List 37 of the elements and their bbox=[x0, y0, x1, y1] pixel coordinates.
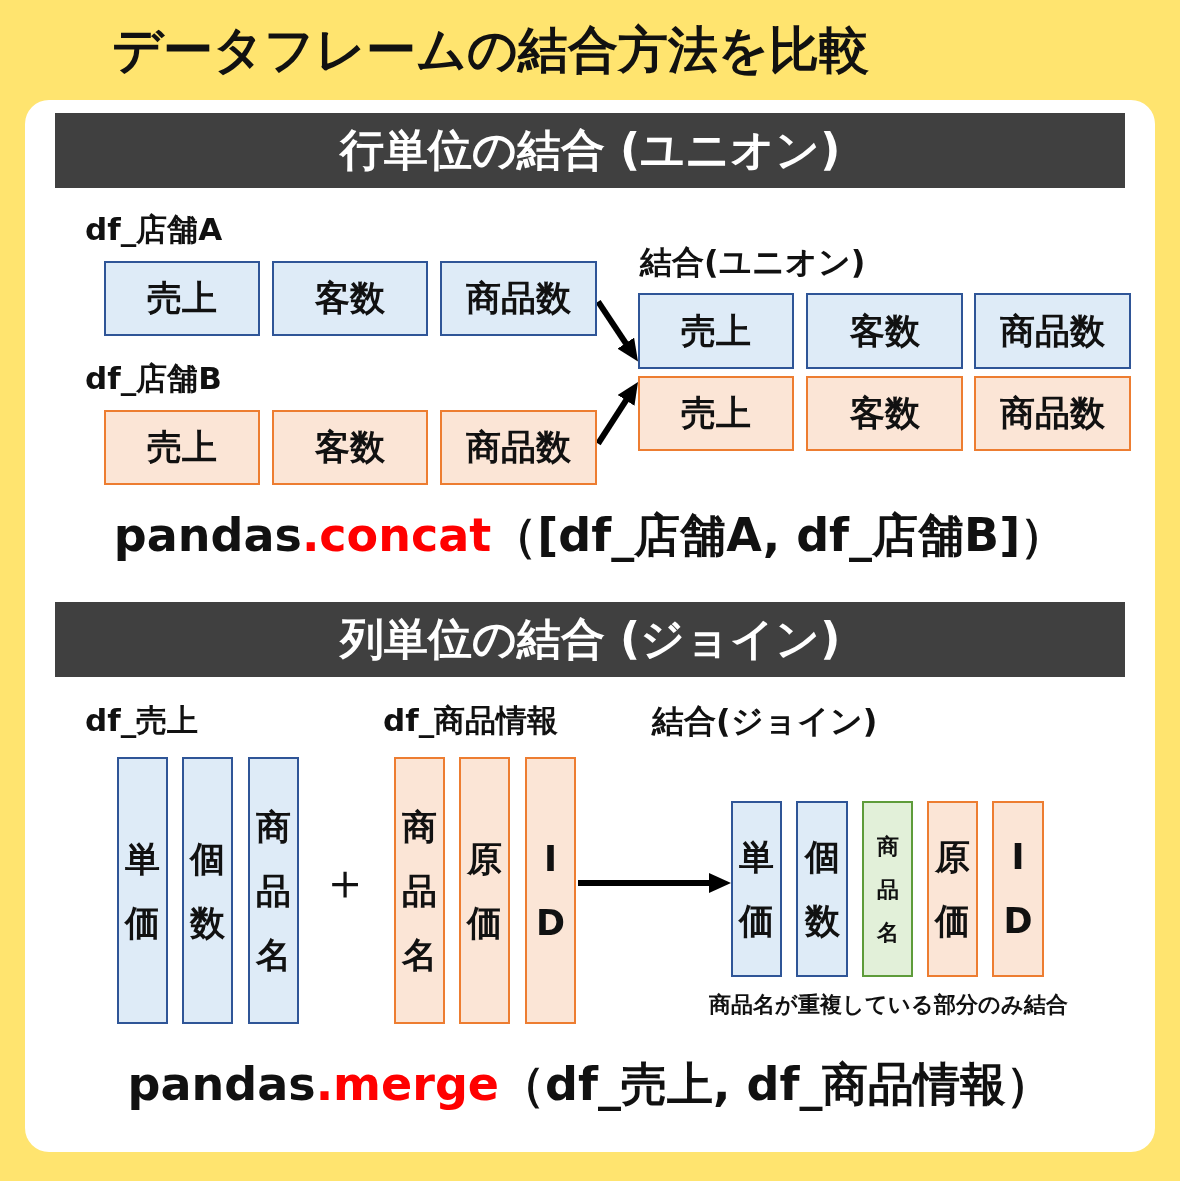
plus-sign: ＋ bbox=[320, 857, 370, 907]
column-header-cell: 商品数 bbox=[974, 376, 1131, 451]
column-cell: 商品名 bbox=[248, 757, 299, 1024]
section-header: 行単位の結合 (ユニオン) bbox=[55, 113, 1125, 188]
column-cell: ID bbox=[525, 757, 576, 1024]
column-cell: 原価 bbox=[459, 757, 510, 1024]
column-header-cell: 客数 bbox=[806, 376, 963, 451]
column-cell: 商品名 bbox=[862, 801, 913, 977]
column-cell: 単価 bbox=[731, 801, 782, 977]
column-header-cell: 商品数 bbox=[440, 410, 597, 485]
arrow bbox=[578, 873, 731, 893]
column-header-cell: 商品数 bbox=[440, 261, 597, 336]
dataframe-label: df_売上 bbox=[85, 702, 199, 740]
column-header-cell: 売上 bbox=[104, 410, 260, 485]
column-header-cell: 客数 bbox=[272, 410, 428, 485]
dataframe-label: df_店舗B bbox=[85, 360, 222, 398]
result-label: 結合(ジョイン) bbox=[652, 702, 878, 741]
column-header-cell: 商品数 bbox=[974, 293, 1131, 369]
section-header: 列単位の結合 (ジョイン) bbox=[55, 602, 1125, 677]
column-header-cell: 売上 bbox=[104, 261, 260, 336]
column-cell: ID bbox=[992, 801, 1044, 977]
column-cell: 原価 bbox=[927, 801, 978, 977]
column-cell: 単価 bbox=[117, 757, 168, 1024]
dataframe-label: df_店舗A bbox=[85, 211, 223, 249]
column-header-cell: 客数 bbox=[272, 261, 428, 336]
column-cell: 個数 bbox=[182, 757, 233, 1024]
dataframe-label: df_商品情報 bbox=[383, 702, 559, 740]
column-header-cell: 売上 bbox=[638, 376, 794, 451]
code-expression: pandas.merge（df_売上, df_商品情報） bbox=[127, 1057, 1053, 1113]
result-label: 結合(ユニオン) bbox=[640, 243, 866, 282]
column-cell: 商品名 bbox=[394, 757, 445, 1024]
note-text: 商品名が重複している部分のみ結合 bbox=[708, 992, 1068, 1019]
title: データフレームの結合方法を比較 bbox=[111, 20, 869, 80]
column-header-cell: 客数 bbox=[806, 293, 963, 369]
column-header-cell: 売上 bbox=[638, 293, 794, 369]
code-expression: pandas.concat（[df_店舗A, df_店舗B]） bbox=[113, 508, 1067, 564]
column-cell: 個数 bbox=[796, 801, 848, 977]
